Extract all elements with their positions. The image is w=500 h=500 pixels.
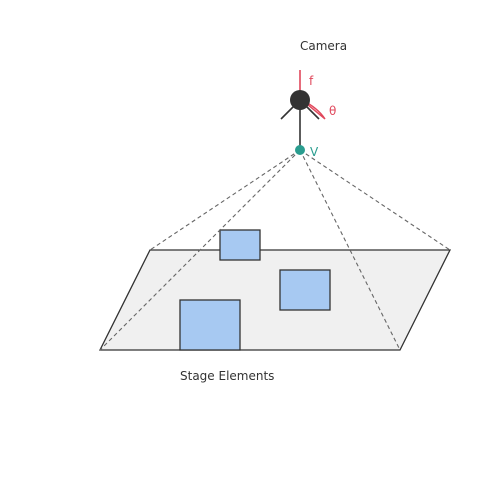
- stage-element-small: [219, 229, 261, 261]
- focal-length-label: f: [309, 74, 314, 88]
- stage-elements-label: Stage Elements: [180, 369, 274, 383]
- frustum-line-back-right: [299, 149, 451, 251]
- frustum-line-front-right: [299, 149, 401, 351]
- camera-label: Camera: [300, 39, 347, 53]
- theta-label: θ: [329, 104, 336, 118]
- frustum-line-front-left: [99, 149, 301, 351]
- stage-element-medium: [279, 269, 331, 311]
- view-frustum-lines: [99, 149, 451, 351]
- camera-body: [290, 90, 310, 110]
- viewpoint-marker: [295, 145, 305, 155]
- frustum-line-back-left: [149, 149, 301, 251]
- stage-floor: [98, 249, 452, 351]
- stage-element-large: [179, 299, 241, 351]
- viewpoint-label: V: [310, 145, 319, 159]
